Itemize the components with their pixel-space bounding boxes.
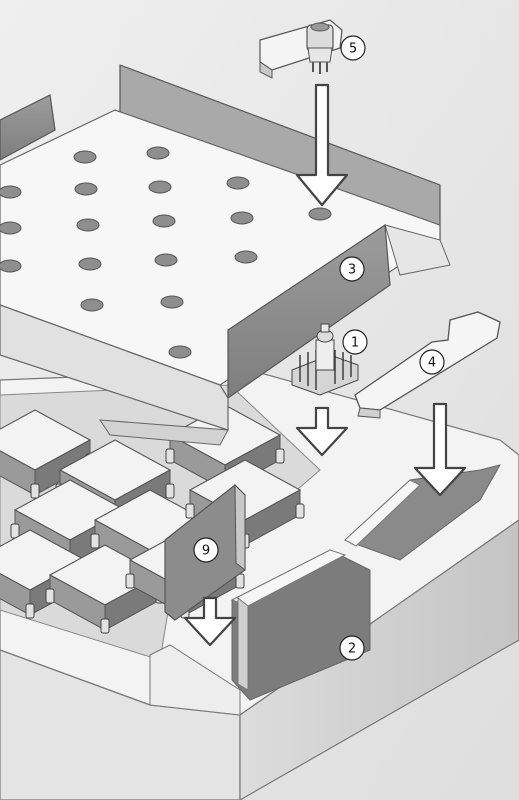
module-pin	[296, 504, 304, 518]
callout-2: 2	[340, 636, 364, 660]
module-pin	[166, 449, 174, 463]
plate-hole	[231, 212, 253, 224]
callout-9-label: 9	[202, 544, 210, 559]
plate-hole	[161, 296, 183, 308]
callout-5: 5	[341, 36, 365, 60]
callout-3-label: 3	[348, 263, 356, 278]
plate-hole	[0, 186, 21, 198]
module-pin	[46, 589, 54, 603]
module-pin	[276, 449, 284, 463]
plate-hole	[155, 254, 177, 266]
plate-hole	[169, 346, 191, 358]
callout-2-label: 2	[348, 642, 356, 657]
module-pin	[166, 484, 174, 498]
module-pin	[91, 534, 99, 548]
plate-hole	[77, 219, 99, 231]
callout-4-label: 4	[428, 356, 436, 371]
callout-1-label: 1	[351, 336, 359, 351]
callout-3: 3	[340, 257, 364, 281]
callout-4: 4	[420, 350, 444, 374]
plate-hole	[81, 299, 103, 311]
plate-hole	[75, 183, 97, 195]
plate-hole	[79, 258, 101, 270]
plate-hole	[0, 260, 21, 272]
callout-5-label: 5	[349, 42, 357, 57]
module-pin	[11, 524, 19, 538]
plate-hole	[235, 251, 257, 263]
module-pin	[186, 504, 194, 518]
plate-hole	[309, 208, 331, 220]
plate-hole	[74, 151, 96, 163]
callout-1: 1	[343, 330, 367, 354]
plate-hole	[227, 177, 249, 189]
module-pin	[126, 574, 134, 588]
module-pin	[101, 619, 109, 633]
module-pin	[31, 484, 39, 498]
callout-9: 9	[194, 538, 218, 562]
module-pin	[26, 604, 34, 618]
plate-hole	[147, 147, 169, 159]
plate-hole	[153, 215, 175, 227]
plate-hole	[149, 181, 171, 193]
plate-hole	[0, 222, 21, 234]
